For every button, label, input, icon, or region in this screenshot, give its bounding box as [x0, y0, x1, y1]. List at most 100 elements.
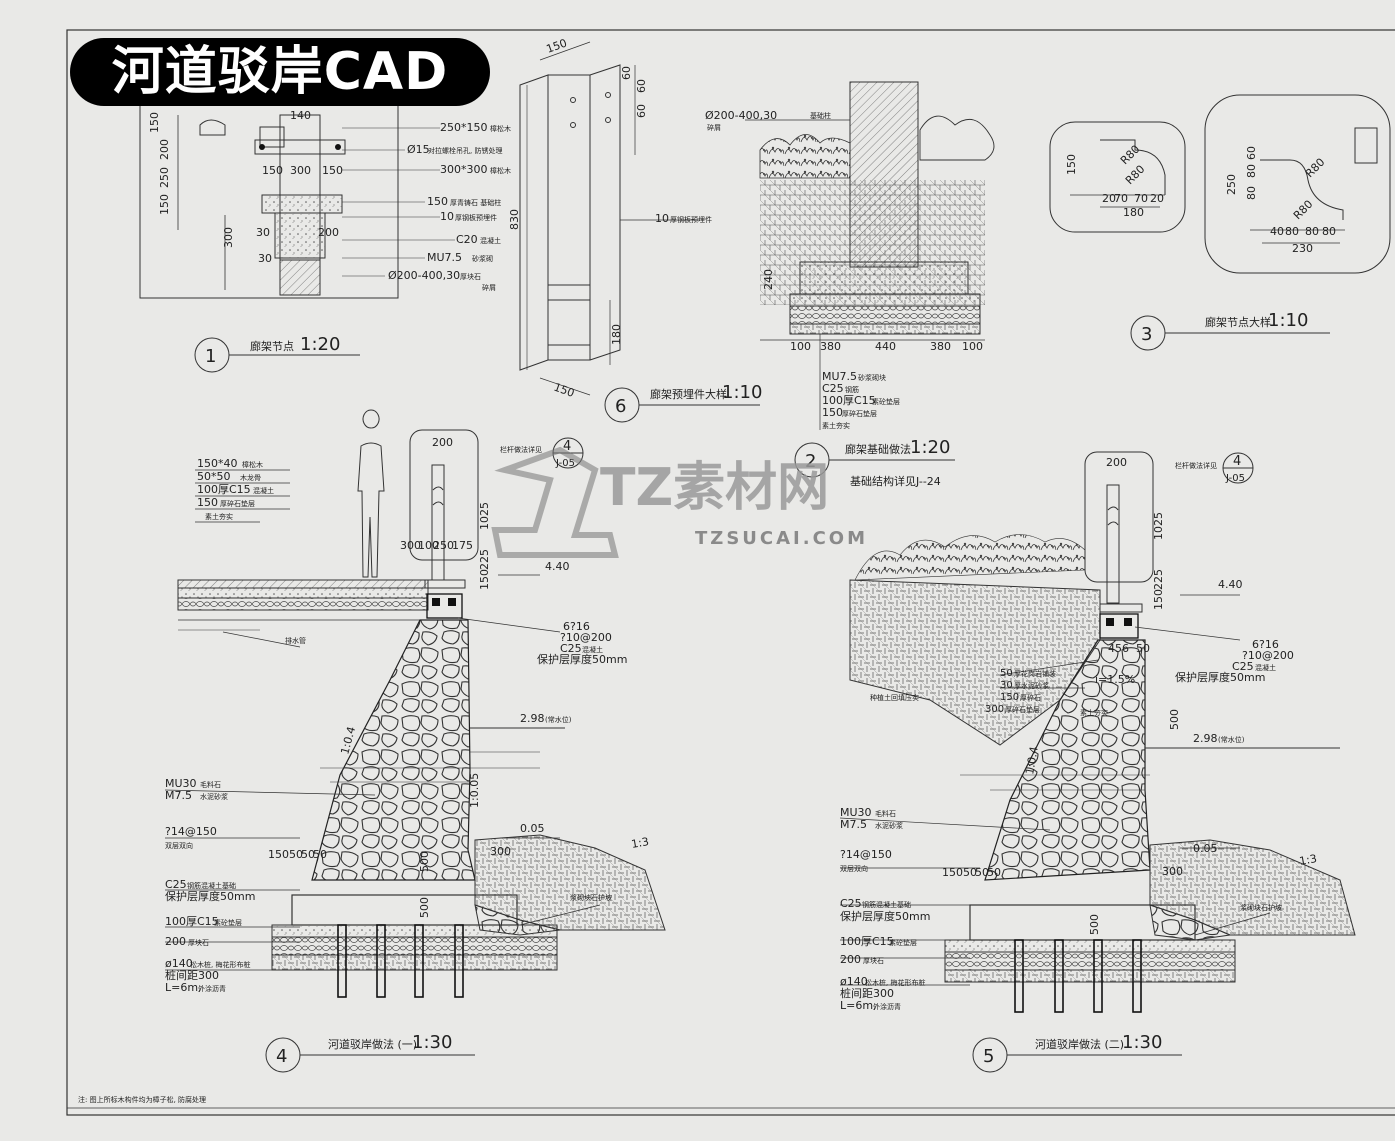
d5-stone-text: 毛料石 — [875, 809, 896, 818]
d4-stone-text: 毛料石 — [200, 780, 221, 789]
d6-dim-180: 180 — [610, 324, 623, 345]
d2-layer-0-text: 砂浆砌块 — [858, 373, 886, 382]
d2-layer-3-code: 150 — [822, 406, 843, 419]
d5-layer-0-text: 厚花岗岩铺装 — [1014, 669, 1056, 678]
d4-dims2-50a: 50 — [289, 848, 303, 861]
detail-6-embedded-steel: 150 60 60 60 830 180 150 10 厚钢板预埋件 6 廊架预… — [508, 36, 762, 423]
detail-3-gallery-node-detail: 150 20 70 70 20 180 R80 R80 250 80 80 60… — [1049, 94, 1391, 351]
d1-label-2-text: 樟松木 — [490, 166, 511, 175]
detail-2-gallery-foundation: Ø200-400,30 基础柱 碎屑 100 380 440 380 100 2… — [705, 81, 995, 488]
d6-dim-60c: 60 — [620, 66, 633, 80]
d3-b-dim-60: 60 — [1245, 146, 1258, 160]
d4-layer-3-text: 厚碎石垫层 — [220, 499, 255, 508]
d6-label-text: 厚钢板预埋件 — [670, 215, 712, 224]
d4-num: 4 — [276, 1046, 287, 1067]
d5-rail-text: 栏杆做法详见 — [1175, 461, 1217, 470]
d3-a-dim-70b: 70 — [1134, 192, 1148, 205]
d6-title: 廊架预埋件大样 — [650, 387, 727, 401]
d4-mortar-code: M7.5 — [165, 789, 192, 802]
d5-pile-text: 松木桩, 梅花形布桩 — [865, 978, 925, 987]
d1-label-4-code: 10 — [440, 210, 454, 223]
d1-label-3-code: 150 — [427, 195, 448, 208]
d2-layer-1-code: C25 — [822, 382, 844, 395]
d5-elev-bed: 0.05 — [1193, 842, 1218, 855]
d1-dim-150d: 150 — [322, 164, 343, 177]
d2-top-text: 基础柱 — [810, 111, 831, 120]
d5-dims2-150: 150 — [942, 866, 963, 879]
d4-elev-top: 4.40 — [545, 560, 570, 573]
d4-cushion1-code: 100厚C15 — [165, 915, 219, 928]
d3-a-dim-70a: 70 — [1114, 192, 1128, 205]
d4-rebar3: ?14@150 — [165, 825, 217, 838]
d4-callout-num: 4 — [563, 439, 571, 454]
d1-label-4-text: 厚钢板预埋件 — [455, 213, 497, 222]
d5-dim-150: 150 — [1152, 589, 1165, 610]
d4-pile3-text: 外涂沥青 — [198, 984, 226, 993]
d4-dims2-500b: 500 — [418, 897, 431, 918]
d2-layer-3-text: 厚碎石垫层 — [842, 409, 877, 418]
d1-dim-150c: 150 — [262, 164, 283, 177]
d4-dim-150: 150 — [478, 569, 491, 590]
d6-scale: 1:10 — [722, 382, 762, 403]
d4-dim-175: 175 — [452, 539, 473, 552]
d4-rail-text: 栏杆做法详见 — [500, 445, 542, 454]
d5-stone-code: MU30 — [840, 806, 872, 819]
d5-slope-i: i=1.5% — [1095, 673, 1135, 686]
d1-label-3-text: 厚青铸石 基础柱 — [450, 198, 501, 207]
d4-dim-300: 300 — [400, 539, 421, 552]
d4-layer-1-code: 50*50 — [197, 470, 231, 483]
d1-label-5-code: C20 — [456, 233, 478, 246]
d4-layer-1-text: 木龙骨 — [240, 473, 261, 482]
d3-b-r1: R80 — [1303, 156, 1327, 180]
d2-dim-440: 440 — [875, 340, 896, 353]
d1-dim-150b: 150 — [158, 194, 171, 215]
d5-num: 5 — [983, 1046, 994, 1067]
detail-1-gallery-node: 150 200 250 150 140 150 300 150 300 200 … — [139, 104, 511, 373]
d1-num: 1 — [205, 346, 216, 367]
d2-layer-2-text: 素砼垫层 — [872, 397, 900, 406]
watermark-subtitle: TZSUCAI.COM — [695, 528, 869, 549]
d5-slope3: 1:3 — [1298, 852, 1318, 868]
d6-dim-60a: 60 — [635, 79, 648, 93]
d5-dim-1025: 1025 — [1152, 512, 1165, 540]
d5-conc: C25 — [1232, 660, 1254, 673]
d3-b-dim-80e: 80 — [1322, 225, 1336, 238]
d4-dim-225: 225 — [478, 549, 491, 570]
d5-base-text: 钢筋混凝土基础 — [862, 900, 911, 909]
d5-slope1: 1:0.4 — [1023, 745, 1041, 775]
d4-layer-2-code: 100厚C15 — [197, 483, 251, 496]
d5-cushion1-text: 素砼垫层 — [889, 938, 917, 947]
d4-rebar2: ?10@200 — [560, 631, 612, 644]
d4-mortar-text: 水泥砂浆 — [200, 792, 228, 801]
d6-dim-150b: 150 — [552, 381, 576, 400]
d4-callout-ref: J-05 — [555, 458, 575, 469]
title-badge: 河道驳岸CAD — [70, 38, 490, 106]
d1-label-6-code: MU7.5 — [427, 251, 462, 264]
watermark-title: TZ素材网 — [600, 458, 830, 518]
d3-title: 廊架节点大样 — [1205, 315, 1271, 329]
d5-dim-500b: 500 — [1088, 914, 1101, 935]
d1-label-8-text: 碎屑 — [482, 283, 496, 292]
d4-conc-text: 混凝土 — [582, 645, 603, 654]
d4-elev-water: 2.98 — [520, 712, 545, 725]
d5-pile: ø140 — [840, 975, 868, 988]
d2-dim-100a: 100 — [790, 340, 811, 353]
d4-layer-4-text: 素土夯实 — [205, 512, 233, 521]
d3-b-dim-80c: 80 — [1285, 225, 1299, 238]
d3-a-dim-20a: 20 — [1102, 192, 1116, 205]
d1-label-7-code: Ø200-400,30 — [388, 269, 460, 282]
d5-mortar-code: M7.5 — [840, 818, 867, 831]
d4-dim-200: 200 — [432, 436, 453, 449]
d2-layer-2-code: 100厚C15 — [822, 394, 876, 407]
d3-b-dim-80b: 80 — [1245, 164, 1258, 178]
d5-dims2-50a: 50 — [963, 866, 977, 879]
sheet-note: 注: 图上所标木构件均为樟子松, 防腐处理 — [78, 1095, 206, 1104]
d5-water-text: (常水位) — [1218, 735, 1245, 744]
d5-scale: 1:30 — [1122, 1032, 1162, 1053]
d2-num: 2 — [805, 451, 816, 472]
d6-dim-60b: 60 — [635, 104, 648, 118]
d4-toe: 浆砌块石护坡 — [570, 893, 612, 902]
d1-dim-30: 30 — [256, 226, 270, 239]
